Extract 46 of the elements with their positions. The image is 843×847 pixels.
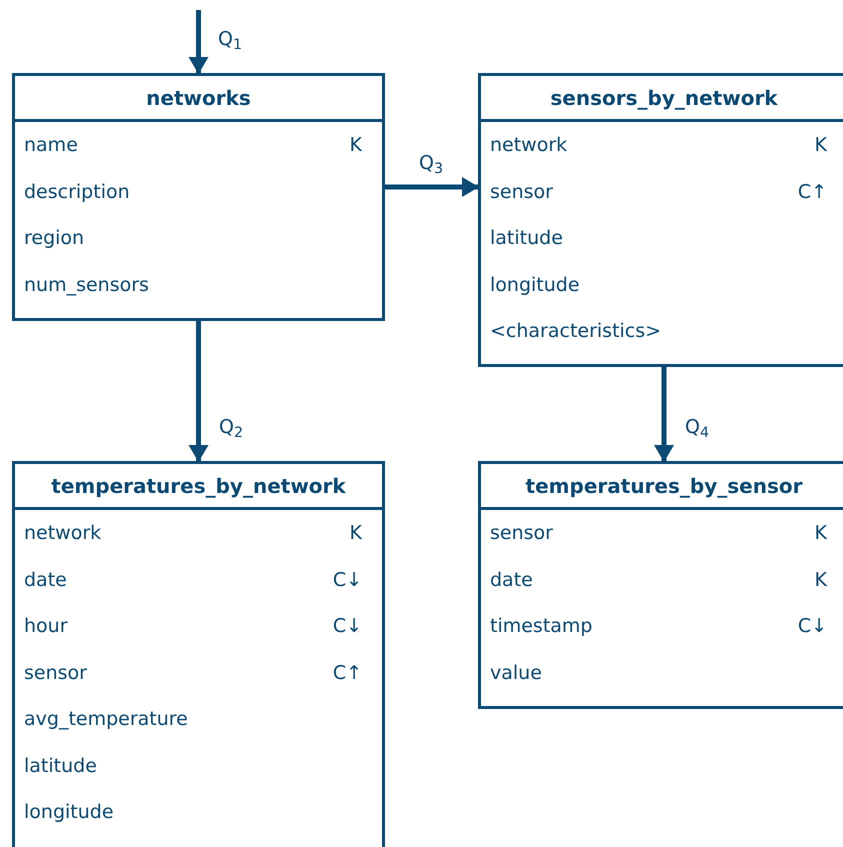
table-box: [478, 461, 843, 709]
table-title: networks: [15, 76, 382, 122]
field-name: description: [24, 180, 130, 204]
field-name: latitude: [24, 754, 97, 778]
key-marker: K: [350, 133, 362, 158]
arrow: [654, 367, 674, 462]
field-name: network: [490, 133, 568, 158]
table-box: [478, 73, 843, 367]
table-box: [12, 73, 385, 321]
field-name: network: [24, 521, 102, 546]
table-title: temperatures_by_sensor: [481, 464, 843, 510]
field-name: value: [490, 660, 542, 686]
field-name: latitude: [490, 226, 563, 251]
field-name: longitude: [24, 800, 114, 825]
table-title: temperatures_by_network: [15, 464, 382, 510]
field-name: date: [24, 568, 67, 592]
key-marker: K: [350, 521, 362, 546]
edge-label: Q$_{1}$: [217, 30, 244, 49]
key-marker: C↓: [332, 614, 362, 639]
arrow: [188, 10, 208, 74]
key-marker: C↓: [332, 568, 362, 592]
field-name: <characteristics>: [490, 319, 662, 344]
field-name: sensor: [24, 660, 87, 686]
field-name: region: [24, 226, 84, 251]
key-marker: C↓: [798, 614, 827, 639]
field-name: sensor: [490, 521, 553, 546]
key-marker: C↑: [332, 660, 362, 686]
key-marker: C↑: [798, 180, 827, 204]
arrow: [385, 177, 479, 197]
table-title: sensors_by_network: [481, 76, 843, 122]
field-name: timestamp: [490, 614, 592, 639]
arrow: [188, 321, 208, 462]
edge-label: Q$_{3}$: [418, 154, 444, 173]
field-name: date: [490, 568, 533, 592]
field-name: sensor: [490, 180, 553, 204]
field-name: hour: [24, 614, 68, 639]
field-name: name: [24, 133, 78, 158]
edge-label: Q$_{2}$: [218, 418, 244, 437]
edge-label: Q$_{4}$: [684, 418, 710, 437]
key-marker: K: [814, 133, 827, 158]
key-marker: K: [814, 521, 827, 546]
field-name: num_sensors: [24, 272, 149, 298]
key-marker: K: [814, 568, 827, 592]
field-name: avg_temperature: [24, 707, 188, 732]
field-name: longitude: [490, 272, 580, 298]
table-box: [12, 461, 385, 847]
